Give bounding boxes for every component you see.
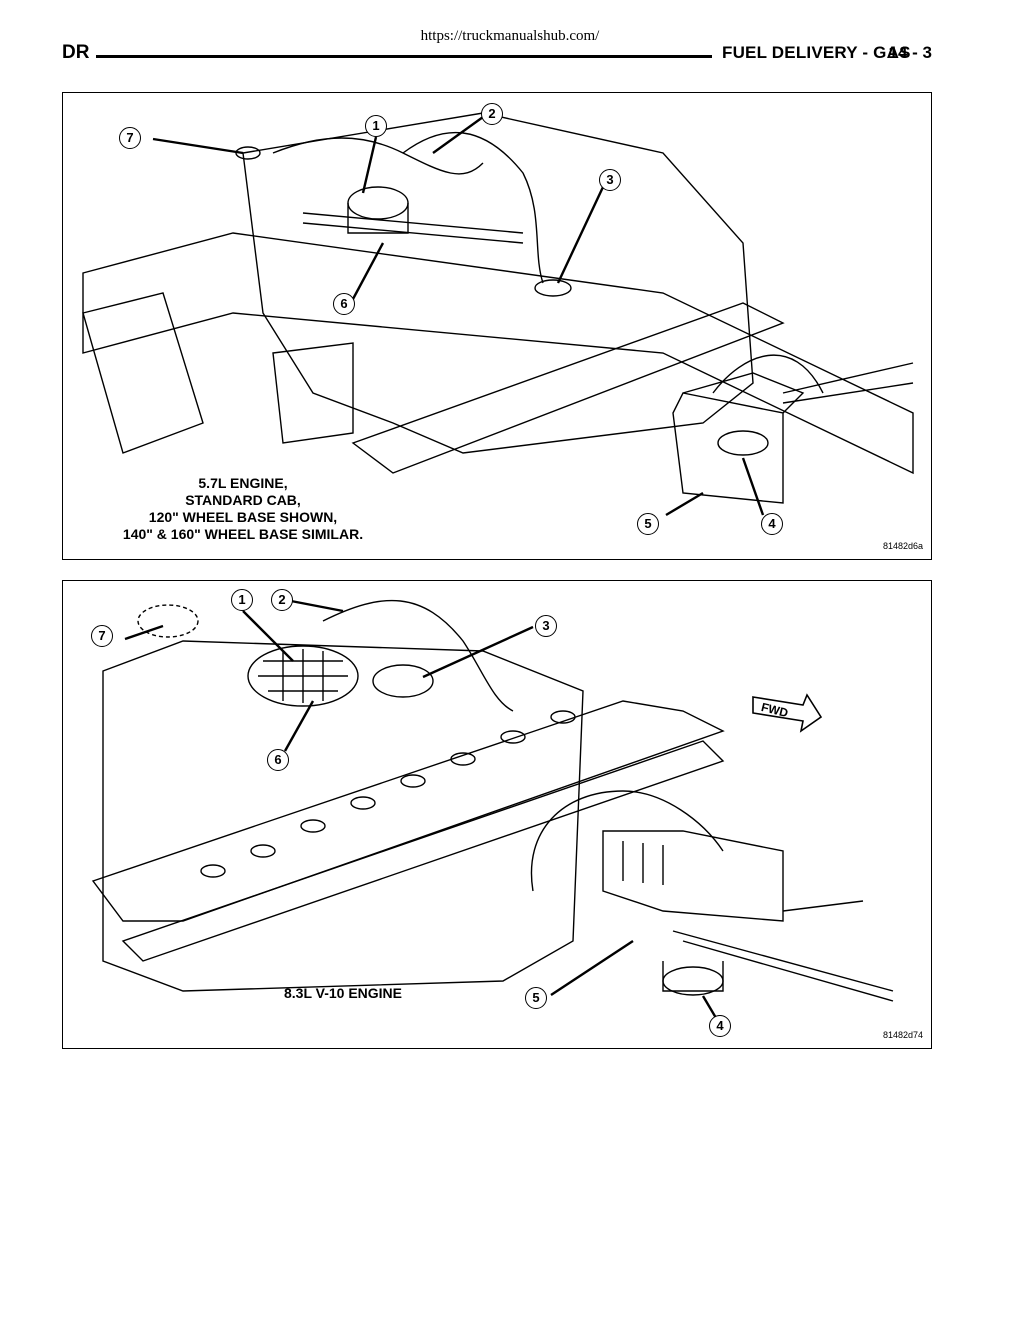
callout-3: 3 <box>599 169 621 191</box>
caption-line: 5.7L ENGINE, <box>198 475 288 491</box>
section-title: FUEL DELIVERY - GAS <box>722 43 911 62</box>
figure-2-caption: 8.3L V-10 ENGINE <box>283 985 402 1001</box>
callout-2: 2 <box>271 589 293 611</box>
page-number: 14 - 3 <box>888 43 932 62</box>
caption-line: 120" WHEEL BASE SHOWN, <box>148 509 338 525</box>
figure-1-caption: 5.7L ENGINE, STANDARD CAB, 120" WHEEL BA… <box>93 475 393 543</box>
fuel-system-illustration-2 <box>91 599 894 1024</box>
model-code: DR <box>62 42 90 63</box>
callout-4: 4 <box>761 513 783 535</box>
callout-7: 7 <box>119 127 141 149</box>
caption-line: 140" & 160" WHEEL BASE SIMILAR. <box>122 526 364 542</box>
fwd-label: FWD <box>753 695 823 729</box>
page-header: DR FUEL DELIVERY - GAS 14 - 3 <box>62 42 932 68</box>
callout-6: 6 <box>267 749 289 771</box>
figure-1-code: 81482d6a <box>882 541 923 551</box>
figure-8-3l-engine: 1 2 3 4 5 6 7 FWD 8.3L V-10 ENGINE 81482… <box>62 580 932 1049</box>
callout-7: 7 <box>91 625 113 647</box>
callout-5: 5 <box>525 987 547 1009</box>
callout-5: 5 <box>637 513 659 535</box>
callout-2: 2 <box>481 103 503 125</box>
callout-1: 1 <box>365 115 387 137</box>
callout-4: 4 <box>709 1015 731 1037</box>
header-rule <box>96 55 712 58</box>
callout-3: 3 <box>535 615 557 637</box>
callout-1: 1 <box>231 589 253 611</box>
fwd-arrow <box>752 693 823 733</box>
fuel-system-illustration-1 <box>82 112 914 517</box>
figure-2-code: 81482d74 <box>882 1030 923 1040</box>
figure-5-7l-engine: 1 2 3 4 5 6 7 5.7L ENGINE, STANDARD CAB,… <box>62 92 932 560</box>
fwd-text: FWD <box>759 699 790 721</box>
callout-6: 6 <box>333 293 355 315</box>
source-url[interactable]: https://truckmanualshub.com/ <box>420 28 600 44</box>
caption-line: STANDARD CAB, <box>185 492 301 508</box>
